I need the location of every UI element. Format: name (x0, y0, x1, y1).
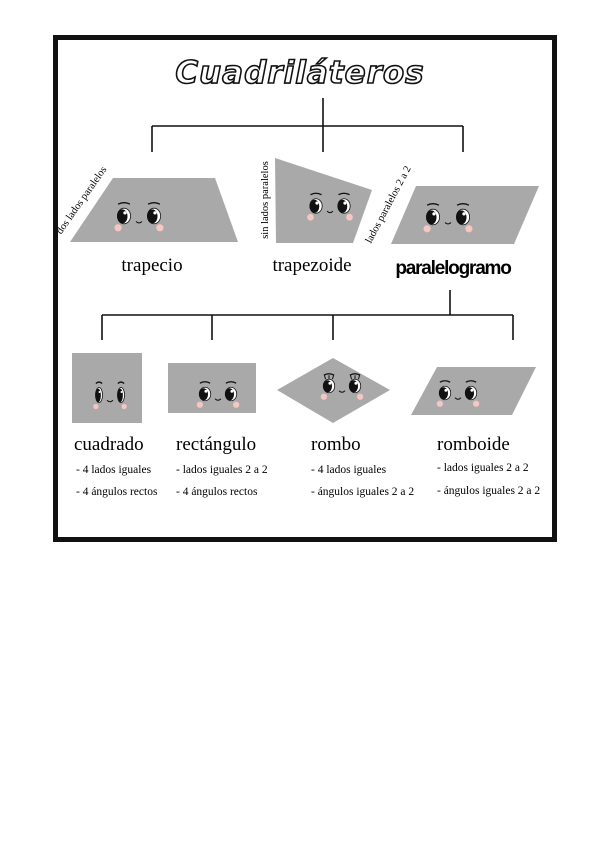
eye (438, 385, 452, 401)
smile (135, 221, 143, 224)
top-connector-lines (151, 98, 464, 152)
eye (117, 207, 132, 225)
cheek (346, 213, 353, 221)
trapezoid-label: trapezoide (272, 255, 351, 276)
cheek (357, 393, 364, 400)
cheek (156, 224, 164, 232)
eye (117, 387, 125, 403)
trapezoid-side-note: sin lados paralelos (260, 161, 271, 239)
cartoon-face (196, 381, 240, 408)
brow (456, 203, 470, 206)
rectangle-label: rectángulo (176, 434, 256, 455)
rhombus-property-2: - ángulos iguales 2 a 2 (311, 486, 414, 498)
square-property-2: - 4 ángulos rectos (76, 486, 158, 498)
cheek (233, 401, 240, 408)
square-property-1: - 4 lados iguales (76, 464, 152, 476)
shape-body (72, 353, 142, 423)
smile (106, 399, 114, 403)
brow (439, 380, 451, 383)
trapezoid-face-icon (275, 158, 372, 243)
eye (337, 198, 351, 214)
eye (322, 378, 336, 394)
parallelogram-label: paralelogramo (395, 258, 511, 279)
rhombus-label: rombo (311, 434, 361, 455)
sub-connector-lines (101, 290, 514, 340)
trapezium-face-icon (70, 178, 238, 242)
eye (425, 208, 440, 226)
cartoon-face (423, 203, 473, 233)
brow (338, 192, 350, 196)
eye (348, 378, 362, 394)
eye (309, 198, 323, 214)
brow (117, 381, 125, 385)
brow (225, 381, 237, 384)
cartoon-face (114, 202, 164, 232)
cheek (465, 225, 473, 233)
cartoon-face (320, 373, 364, 400)
rhombus-face-icon (277, 358, 390, 423)
smile (444, 222, 452, 225)
eye (224, 386, 238, 402)
shape-body (275, 158, 372, 243)
square-face-icon (72, 353, 142, 423)
cheek (114, 224, 122, 232)
trapezium-label: trapecio (121, 255, 182, 276)
cheek (473, 400, 480, 407)
rectangle-property-1: - lados iguales 2 a 2 (176, 464, 268, 476)
rhomboid-property-2: - ángulos iguales 2 a 2 (437, 485, 540, 497)
rectangle-property-2: - 4 ángulos rectos (176, 486, 258, 498)
brow (95, 381, 103, 385)
cartoon-face (93, 381, 127, 410)
cheek (320, 393, 327, 400)
cheek (196, 401, 203, 408)
shape-body (168, 363, 256, 413)
diagram-title: Cuadriláteros (175, 55, 424, 91)
brow (465, 380, 477, 383)
rhomboid-label: romboide (437, 434, 510, 455)
smile (214, 398, 222, 401)
square-label: cuadrado (74, 434, 144, 455)
brow (117, 202, 131, 205)
diagram-frame (53, 35, 557, 542)
smile (338, 390, 346, 393)
cheek (436, 400, 443, 407)
cartoon-face (436, 380, 480, 407)
eye (464, 385, 478, 401)
rhombus-property-1: - 4 lados iguales (311, 464, 387, 476)
cheek (93, 403, 99, 410)
brow (147, 202, 161, 205)
brow (310, 192, 322, 196)
smile (454, 397, 462, 400)
rectangle-face-icon (168, 363, 256, 413)
rhomboid-property-1: - lados iguales 2 a 2 (437, 462, 529, 474)
rhomboid-face-icon (411, 367, 536, 415)
eye (95, 387, 103, 403)
eye (146, 207, 161, 225)
cheek (423, 225, 431, 233)
brow (426, 203, 440, 206)
parallelogram-face-icon (391, 186, 539, 244)
smile (326, 210, 334, 214)
cartoon-face (307, 192, 353, 221)
eye (198, 386, 212, 402)
cheek (121, 403, 127, 410)
brow (199, 381, 211, 384)
brow (323, 373, 335, 376)
brow (349, 373, 361, 376)
cheek (307, 213, 314, 221)
eye (455, 208, 470, 226)
